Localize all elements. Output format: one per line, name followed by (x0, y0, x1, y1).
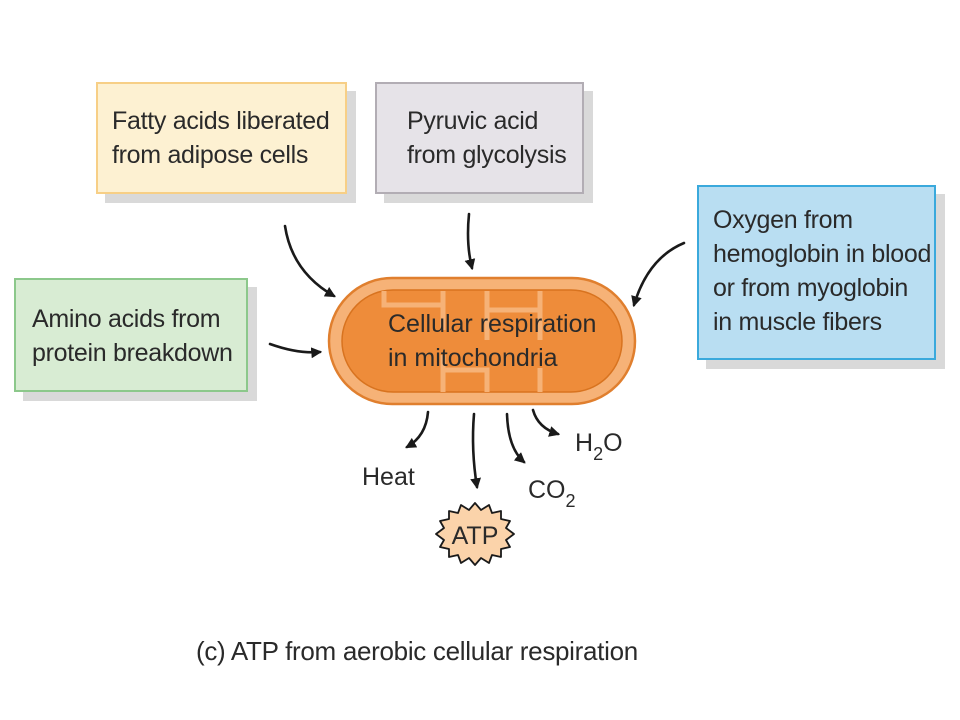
figure-caption: (c) ATP from aerobic cellular respiratio… (196, 636, 638, 666)
amino-acids-line-1: Amino acids from (32, 305, 221, 333)
oxygen-line-3: or from myoglobin (713, 274, 908, 302)
mitochondrion-cristae (381, 291, 543, 392)
atp-label: ATP (452, 522, 499, 550)
arrow-to-co2 (505, 412, 526, 464)
co2-label: CO2 (528, 476, 576, 511)
pyruvic-acid-line-1: Pyruvic acid (407, 107, 539, 135)
fatty-acids-line-1: Fatty acids liberated (112, 107, 330, 135)
arrow-to-atp (470, 412, 481, 490)
heat-label: Heat (362, 463, 415, 491)
h2o-subscript: 2 (593, 444, 603, 464)
atp-burst-shape (435, 502, 515, 566)
arrow-from-fatty-acids (283, 224, 336, 298)
input-arrows (268, 212, 686, 359)
arrow-from-oxygen (631, 241, 686, 308)
arrow-from-pyruvic-acid (464, 212, 476, 271)
amino-acids-box: Amino acids from protein breakdown (14, 278, 248, 392)
output-arrows (405, 408, 561, 490)
mitochondrion-inner-matrix (341, 289, 623, 393)
atp-burst: ATP (435, 502, 515, 566)
fatty-acids-line-2: from adipose cells (112, 141, 309, 169)
oxygen-line-4: in muscle fibers (713, 308, 882, 336)
arrow-to-h2o (531, 408, 561, 437)
fatty-acids-box: Fatty acids liberated from adipose cells (96, 82, 347, 194)
mitochondrion: Cellular respiration in mitochondria (327, 276, 637, 406)
arrow-to-heat (405, 410, 430, 449)
h2o-label: H2O (575, 429, 623, 464)
mitochondrion-label-line-2: in mitochondria (388, 344, 558, 372)
co2-subscript: 2 (566, 491, 576, 511)
oxygen-line-2: hemoglobin in blood (713, 240, 932, 268)
pyruvic-acid-box: Pyruvic acid from glycolysis (375, 82, 584, 194)
oxygen-line-1: Oxygen from (713, 206, 853, 234)
mitochondrion-label-line-1: Cellular respiration (388, 310, 596, 338)
oxygen-box: Oxygen from hemoglobin in blood or from … (697, 185, 936, 360)
pyruvic-acid-line-2: from glycolysis (407, 141, 567, 169)
amino-acids-line-2: protein breakdown (32, 339, 233, 367)
arrow-from-amino-acids (268, 342, 323, 359)
